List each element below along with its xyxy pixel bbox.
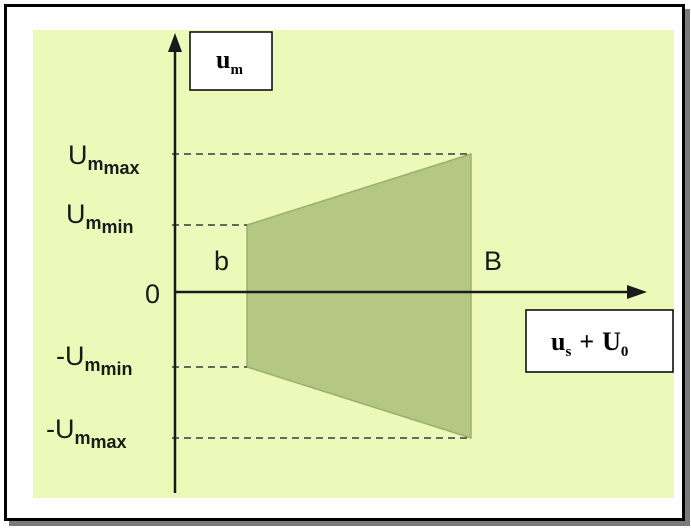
point-label-b: b: [214, 246, 229, 276]
y-axis-label: um: [216, 45, 243, 78]
x-axis-label-frame: [525, 309, 674, 373]
x-axis-arrowhead: [627, 285, 647, 299]
label-umax: Ummax: [68, 140, 140, 178]
label-umin: Ummin: [66, 199, 134, 237]
label-zero: 0: [145, 279, 160, 309]
label-neg-umin: -Ummin: [56, 341, 133, 379]
shaded-region: [246, 152, 472, 440]
point-label-B: B: [484, 246, 502, 276]
y-axis-arrowhead: [168, 33, 182, 52]
y-axis-label-box: um: [189, 31, 273, 91]
x-axis-label-box: us+U0: [525, 309, 674, 373]
y-axis-label-frame: [189, 31, 273, 91]
axes: [168, 33, 647, 493]
dashed-guides: [172, 153, 471, 439]
label-neg-umax: -Ummax: [46, 414, 127, 452]
x-axis-label: us+U0: [551, 327, 628, 360]
